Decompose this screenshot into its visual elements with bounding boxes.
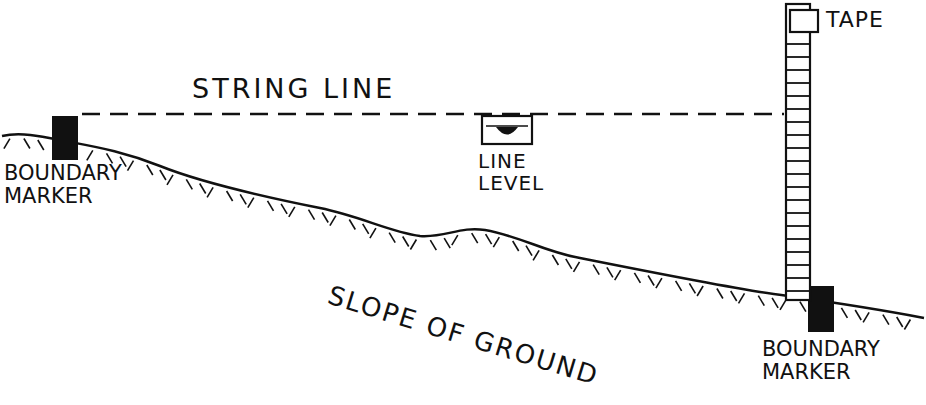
line-level [482, 116, 532, 144]
slope-of-ground-label: SLOPE OF GROUND [322, 280, 606, 391]
measuring-tape [786, 4, 818, 300]
boundary-marker-label: BOUNDARY MARKER [4, 162, 144, 208]
boundary-marker-post [52, 116, 78, 160]
string-line-label: STRING LINE [192, 74, 432, 104]
tape-label: TAPE [826, 8, 916, 32]
boundary-marker-label: BOUNDARY MARKER [762, 338, 912, 384]
ground-hatching [4, 139, 911, 330]
line-level-label: LINE LEVEL [478, 150, 558, 194]
string-line [82, 113, 784, 116]
boundary-marker-post [808, 286, 834, 332]
